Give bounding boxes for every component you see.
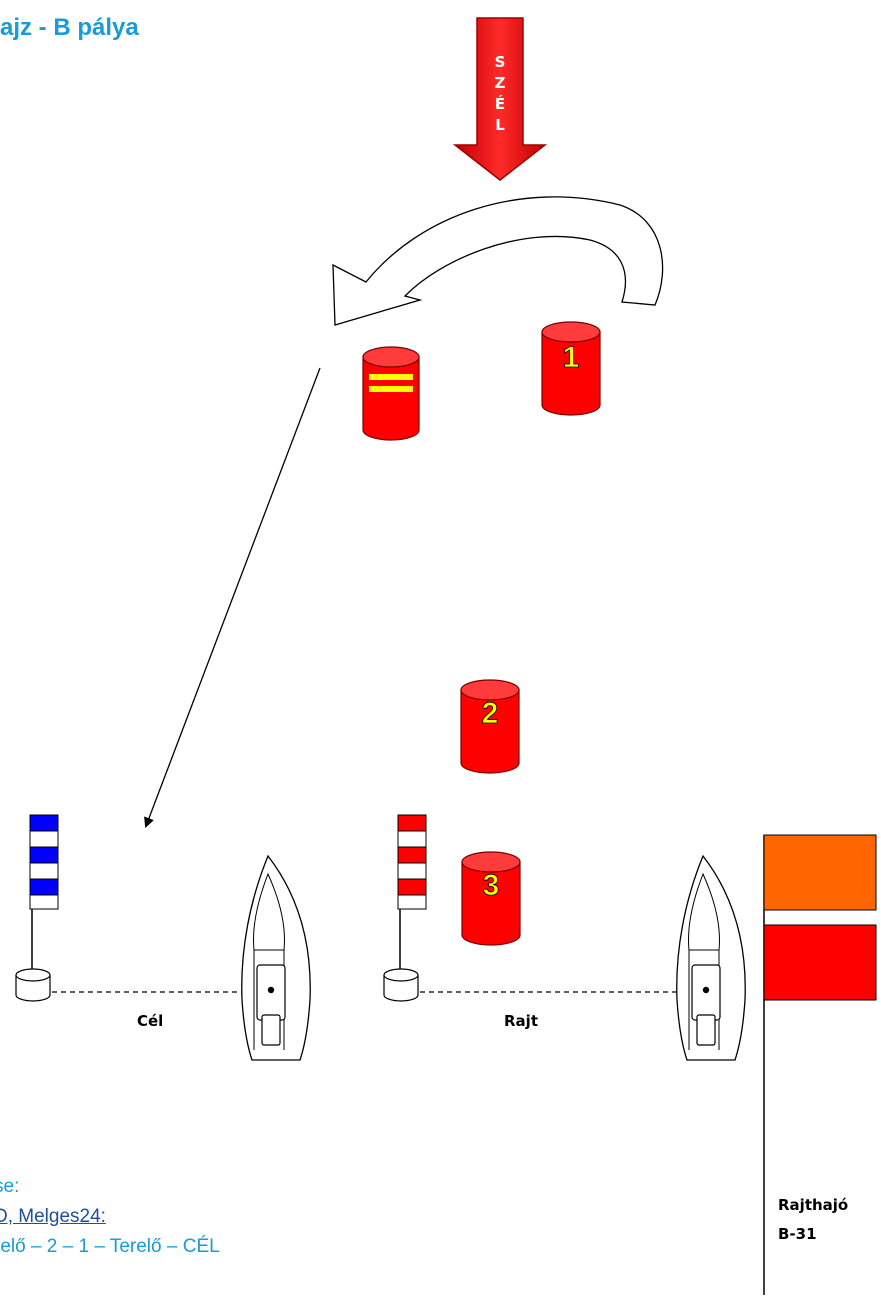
mark-2-label: 2 xyxy=(482,697,499,730)
wind-letter: S xyxy=(494,53,506,71)
course-description-heading: se: xyxy=(0,1176,20,1197)
finish-label: Cél xyxy=(137,1012,164,1030)
committee-boat-id: B-31 xyxy=(778,1225,817,1243)
finish-pin-buoy xyxy=(15,814,59,1002)
wind-label: S Z É L xyxy=(488,52,512,136)
course-line-to-finish xyxy=(144,367,321,828)
gate-buoy-icon xyxy=(362,346,420,441)
finish-boat-icon xyxy=(241,854,311,1061)
course-description-sequence: relő – 2 – 1 – Terelő – CÉL xyxy=(0,1236,220,1257)
mark-1-label: 1 xyxy=(563,341,580,374)
committee-boat-flags xyxy=(763,834,877,1295)
mark-1-buoy: 1 xyxy=(541,321,601,416)
wind-letter: Z xyxy=(494,74,506,92)
start-boat-icon xyxy=(676,854,746,1061)
committee-boat-name: Rajthajó xyxy=(778,1196,849,1214)
start-label: Rajt xyxy=(504,1012,538,1030)
page-title: ajz - B pálya xyxy=(0,14,139,41)
mark-3-buoy: 3 xyxy=(461,851,521,946)
rounding-direction-arrow-icon xyxy=(332,196,664,326)
wind-arrow-icon xyxy=(452,17,548,181)
wind-letter: L xyxy=(495,116,505,134)
start-pin-buoy xyxy=(383,814,427,1002)
wind-letter: É xyxy=(494,95,506,113)
mark-3-label: 3 xyxy=(483,869,500,902)
course-description-classes: D, Melges24: xyxy=(0,1206,106,1227)
mark-2-buoy: 2 xyxy=(460,679,520,774)
